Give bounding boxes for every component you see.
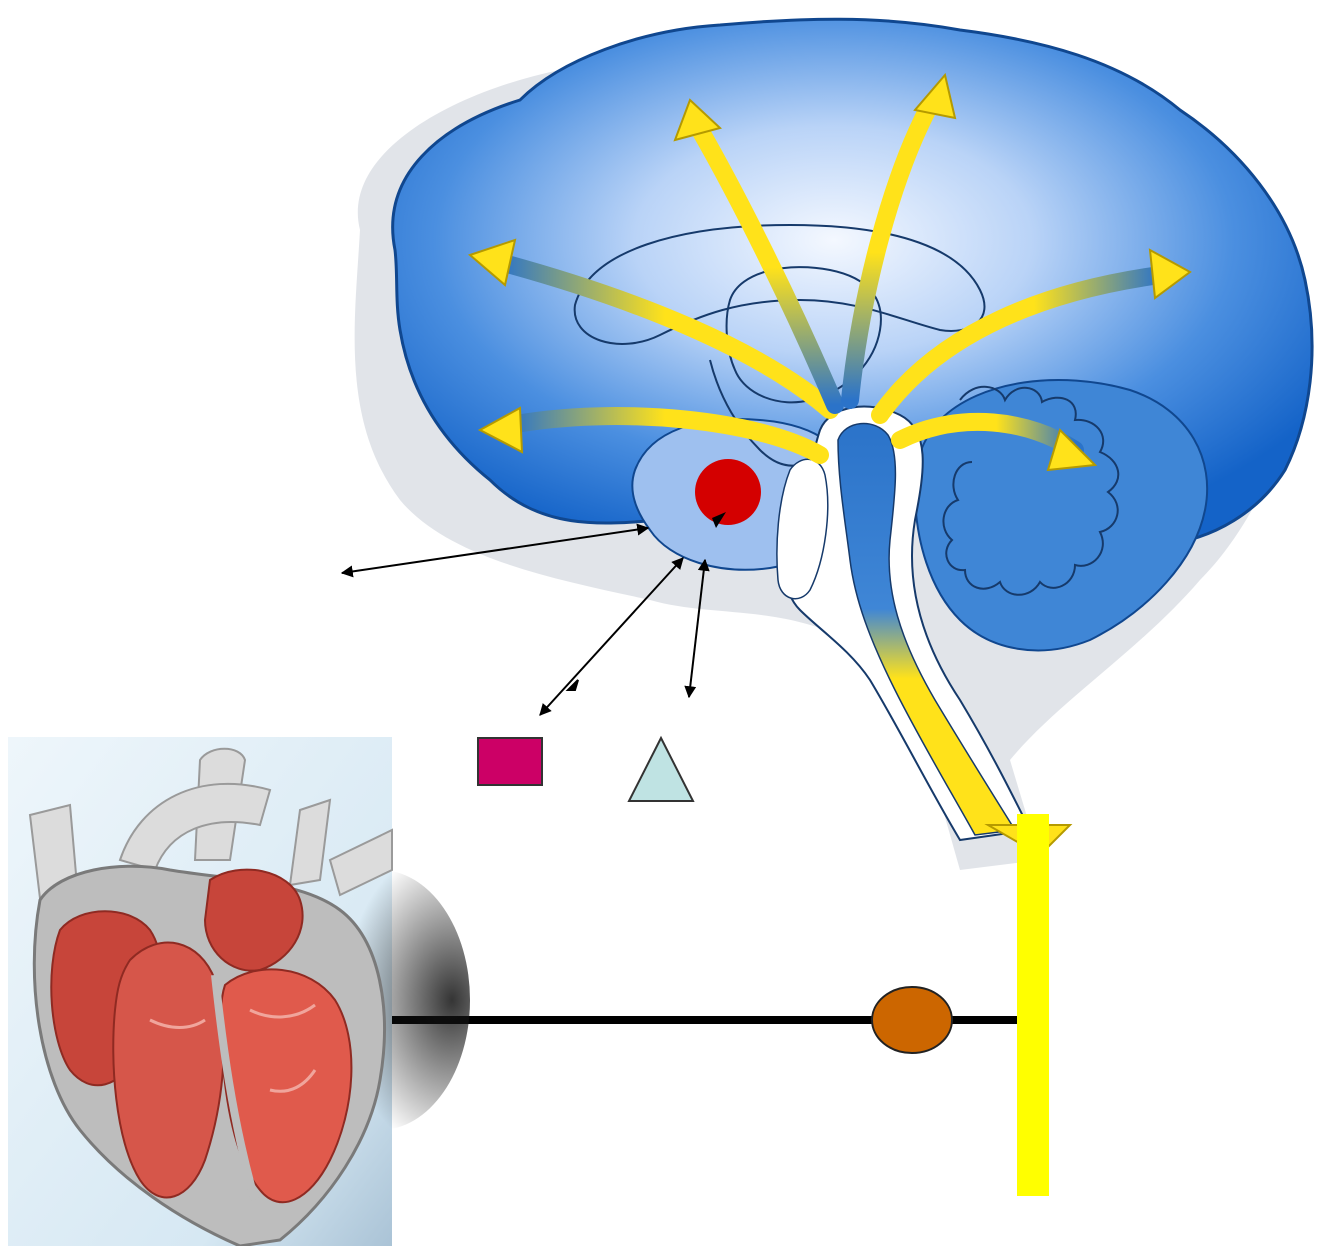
center-circle [695,459,761,525]
triangle-marker [629,738,693,801]
ganglion-oval [872,987,952,1053]
heart-illustration [8,737,470,1246]
spinal-bar [1017,814,1049,1196]
square-marker [478,738,542,785]
